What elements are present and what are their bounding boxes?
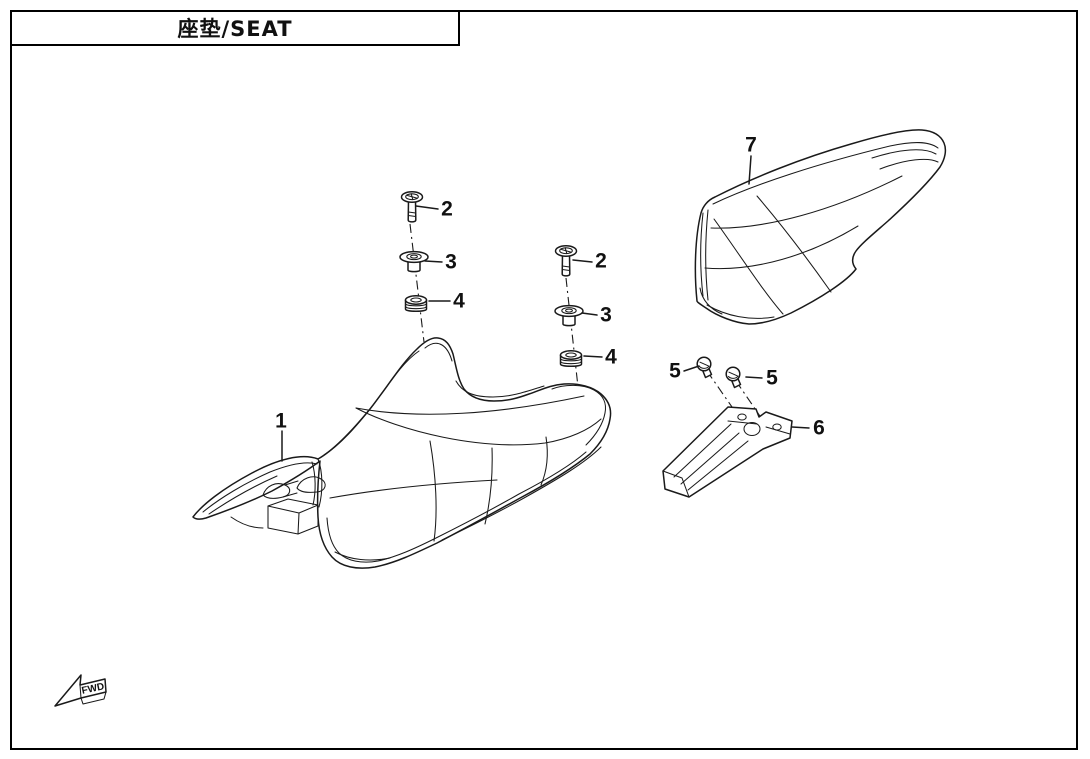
rear-seat-drawing: [695, 130, 945, 324]
callout-part-5-left: 5: [669, 359, 681, 383]
callout-part-1: 1: [275, 409, 287, 433]
callout-part-6: 6: [813, 416, 825, 440]
fwd-direction-marker: FWD: [55, 675, 106, 706]
page-title: 座垫/SEAT: [177, 17, 293, 41]
callout-part-5-right: 5: [766, 366, 778, 390]
callout-part-4-right: 4: [605, 345, 617, 369]
grommet-part-4-left: [404, 295, 428, 312]
callout-part-2-left: 2: [441, 197, 453, 221]
front-seat-drawing: [193, 338, 611, 568]
callout-part-2-right: 2: [595, 249, 607, 273]
screw-part-2-right: [554, 245, 578, 277]
assembly-axis-lines: [410, 224, 764, 422]
callout-part-3-left: 3: [445, 250, 457, 274]
callout-part-4-left: 4: [453, 289, 465, 313]
grommet-part-4-right: [559, 350, 583, 367]
seat-bracket-drawing: [663, 407, 792, 497]
leader-lines: [282, 156, 809, 461]
callout-part-3-right: 3: [600, 303, 612, 327]
screw-part-5-right: [725, 366, 742, 389]
bushing-part-3-right: [554, 304, 584, 327]
callout-part-7: 7: [745, 133, 757, 157]
bushing-part-3-left: [399, 250, 429, 273]
title-bar: 座垫/SEAT: [10, 10, 460, 46]
screw-part-5-left: [696, 356, 713, 379]
seat-latch-detail: [263, 477, 325, 534]
fwd-label: FWD: [81, 681, 106, 696]
